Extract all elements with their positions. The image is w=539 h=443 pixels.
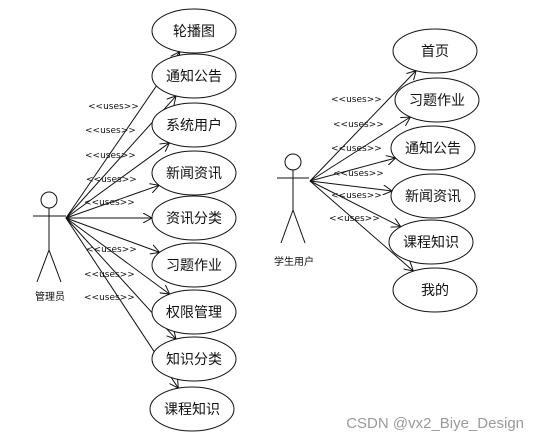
student-uses-stereotype: <<uses>>	[329, 214, 380, 224]
admin-uses-stereotype: <<uses>>	[84, 270, 135, 280]
student-use-case-label: 新闻资讯	[405, 189, 461, 205]
student-uses-stereotype: <<uses>>	[331, 95, 382, 105]
student-uses-stereotype: <<uses>>	[331, 191, 382, 201]
student-use-case-label: 首页	[421, 44, 449, 60]
admin-use-case-ellipse[interactable]	[151, 336, 237, 382]
student-uses-stereotype: <<uses>>	[333, 169, 384, 179]
admin-uses-stereotype: <<uses>>	[86, 245, 137, 255]
admin-use-case-label: 习题作业	[166, 258, 222, 274]
admin-use-case-label: 轮播图	[173, 24, 215, 40]
admin-use-case-ellipse[interactable]	[151, 195, 237, 241]
admin-use-case-ellipse[interactable]	[149, 386, 235, 432]
student-use-case-ellipse[interactable]	[390, 173, 476, 219]
admin-use-case-label: 资讯分类	[166, 211, 222, 227]
admin-use-case-label: 新闻资讯	[166, 166, 222, 182]
admin-use-case-ellipse[interactable]	[151, 53, 237, 99]
student-use-case-ellipse[interactable]	[392, 267, 478, 313]
student-use-case-label: 我的	[421, 283, 449, 299]
admin-association-line	[65, 185, 159, 219]
admin-uses-stereotype: <<uses>>	[86, 175, 137, 185]
watermark-text: CSDN @vx2_Biye_Design	[346, 415, 524, 432]
admin-use-case-label: 权限管理	[166, 305, 222, 321]
admin-uses-stereotype: <<uses>>	[85, 126, 136, 136]
student-association-line	[309, 180, 413, 271]
student-association-line	[309, 71, 416, 182]
student-use-case-ellipse[interactable]	[394, 77, 480, 123]
student-association-line	[309, 117, 410, 182]
admin-use-case-label: 系统用户	[166, 117, 222, 134]
admin-uses-stereotype: <<uses>>	[85, 151, 136, 161]
student-uses-stereotype: <<uses>>	[331, 144, 382, 154]
student-actor-label: 学生用户	[274, 255, 314, 268]
admin-uses-stereotype: <<uses>>	[88, 102, 139, 112]
admin-association-group: <<uses>> <<uses>> <<uses>> <<uses>> <<uses>>…	[65, 52, 180, 389]
student-uses-stereotype: <<uses>>	[333, 120, 384, 130]
admin-association-line	[65, 143, 169, 219]
student-use-case-label: 通知公告	[405, 140, 461, 157]
student-use-case-ellipse[interactable]	[390, 125, 476, 171]
student-actor: 学生用户	[274, 153, 314, 268]
admin-use-case-ellipse[interactable]	[151, 242, 237, 288]
student-association-line	[309, 180, 401, 227]
student-use-case-label: 课程知识	[403, 234, 459, 251]
admin-uses-stereotype: <<uses>>	[84, 198, 135, 208]
admin-uses-stereotype: <<uses>>	[84, 293, 135, 303]
student-use-case-ellipse[interactable]	[392, 28, 478, 74]
student-association-line	[309, 180, 392, 191]
admin-use-case-ellipse[interactable]	[151, 8, 237, 54]
admin-actor-label: 管理员	[35, 290, 65, 303]
admin-use-case-label: 课程知识	[164, 401, 220, 418]
admin-use-case-ellipse[interactable]	[151, 289, 237, 335]
admin-association-line	[65, 217, 170, 294]
admin-use-case-ellipse[interactable]	[151, 102, 237, 148]
student-use-case-ellipse[interactable]	[388, 219, 474, 265]
admin-actor: 管理员	[33, 191, 66, 303]
admin-association-line	[65, 217, 160, 252]
admin-use-case-label: 通知公告	[166, 68, 222, 85]
admin-use-case-ellipse[interactable]	[151, 150, 237, 196]
admin-use-case-label: 知识分类	[166, 351, 222, 368]
student-association-group: <<uses>> <<uses>> <<uses>> <<uses>> <<uses>>…	[309, 71, 416, 272]
student-use-case-label: 习题作业	[409, 93, 465, 109]
student-association-line	[309, 158, 396, 182]
